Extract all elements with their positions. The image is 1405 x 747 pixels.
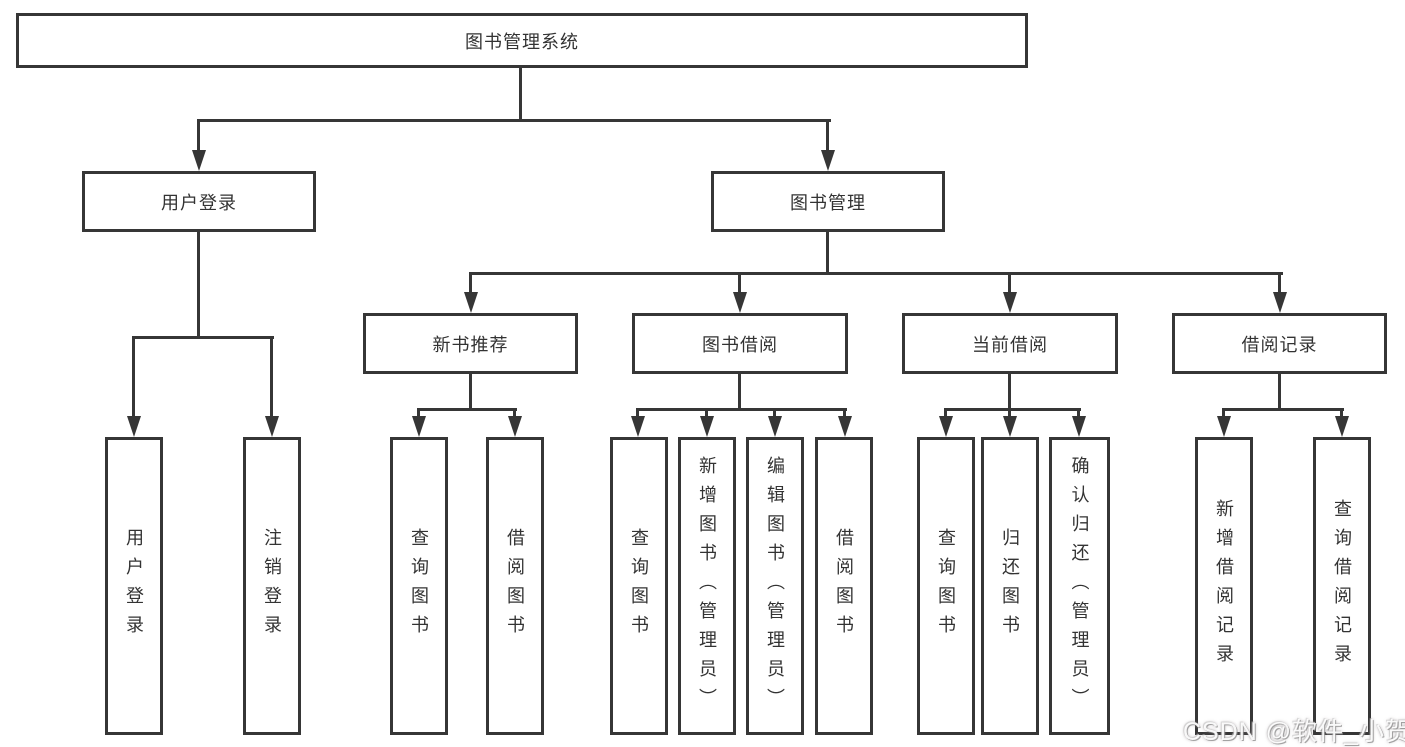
connector-line: [705, 408, 708, 418]
leaf-query-book-borrow-label: 查询图书: [629, 528, 649, 644]
connector-line: [469, 272, 472, 295]
arrowhead-icon: [508, 416, 522, 437]
connector-line: [270, 336, 273, 418]
connector-line: [1340, 408, 1343, 418]
leaf-query-borrow-record-label: 查询借阅记录: [1332, 499, 1352, 673]
leaf-borrow-book-recommend-label: 借阅图书: [505, 528, 525, 644]
node-new-book-recommend: 新书推荐: [363, 313, 578, 374]
node-book-borrow: 图书借阅: [632, 313, 848, 374]
connector-line: [738, 272, 741, 295]
connector-line: [417, 408, 517, 411]
leaf-add-book-admin: 新增图书（管理员）: [678, 437, 736, 735]
arrowhead-icon: [631, 416, 645, 437]
node-user-login: 用户登录: [82, 171, 316, 232]
connector-line: [773, 408, 776, 418]
node-user-login-label: 用户登录: [161, 192, 237, 213]
connector-line: [1008, 374, 1011, 410]
leaf-logout: 注销登录: [243, 437, 301, 735]
arrowhead-icon: [1003, 292, 1017, 313]
node-book-management: 图书管理: [711, 171, 945, 232]
leaf-borrow-book: 借阅图书: [815, 437, 873, 735]
leaf-user-login: 用户登录: [105, 437, 163, 735]
node-borrow-record: 借阅记录: [1172, 313, 1387, 374]
connector-line: [944, 408, 1081, 411]
connector-line: [826, 119, 829, 152]
arrowhead-icon: [768, 416, 782, 437]
node-new-book-recommend-label: 新书推荐: [432, 334, 509, 355]
leaf-add-book-admin-label: 新增图书（管理员）: [697, 455, 717, 717]
arrowhead-icon: [1273, 292, 1287, 313]
connector-line: [132, 336, 274, 339]
connector-line: [636, 408, 847, 411]
connector-line: [826, 232, 829, 275]
arrowhead-icon: [700, 416, 714, 437]
leaf-return-book-label: 归还图书: [1000, 528, 1020, 644]
arrowhead-icon: [412, 416, 426, 437]
leaf-add-borrow-record: 新增借阅记录: [1195, 437, 1253, 735]
node-root-label: 图书管理系统: [465, 31, 579, 52]
arrowhead-icon: [464, 292, 478, 313]
arrowhead-icon: [1217, 416, 1231, 437]
leaf-borrow-book-recommend: 借阅图书: [486, 437, 544, 735]
leaf-return-book: 归还图书: [981, 437, 1039, 735]
arrowhead-icon: [838, 416, 852, 437]
leaf-logout-label: 注销登录: [262, 528, 282, 644]
arrowhead-icon: [127, 416, 141, 437]
connector-line: [636, 408, 639, 418]
leaf-query-book-current-label: 查询图书: [936, 528, 956, 644]
connector-line: [197, 119, 200, 152]
leaf-edit-book-admin-label: 编辑图书（管理员）: [765, 455, 785, 717]
connector-line: [417, 408, 420, 418]
node-root: 图书管理系统: [16, 13, 1028, 68]
leaf-query-book-recommend: 查询图书: [390, 437, 448, 735]
leaf-add-borrow-record-label: 新增借阅记录: [1214, 499, 1234, 673]
node-current-borrow-label: 当前借阅: [972, 334, 1048, 355]
connector-line: [1278, 272, 1281, 295]
arrowhead-icon: [1335, 416, 1349, 437]
leaf-confirm-return-admin: 确认归还（管理员）: [1049, 437, 1110, 735]
leaf-borrow-book-label: 借阅图书: [834, 528, 854, 644]
connector-line: [1222, 408, 1225, 418]
connector-line: [1077, 408, 1080, 418]
leaf-edit-book-admin: 编辑图书（管理员）: [746, 437, 804, 735]
arrowhead-icon: [939, 416, 953, 437]
node-borrow-record-label: 借阅记录: [1241, 334, 1318, 355]
connector-line: [1008, 272, 1011, 295]
leaf-query-book-recommend-label: 查询图书: [409, 528, 429, 644]
watermark: CSDN @软件_小贺同学: [1183, 718, 1405, 746]
arrowhead-icon: [1003, 416, 1017, 437]
leaf-user-login-label: 用户登录: [124, 528, 144, 644]
arrowhead-icon: [1072, 416, 1086, 437]
connector-line: [1008, 408, 1011, 418]
node-book-management-label: 图书管理: [790, 192, 866, 213]
node-current-borrow: 当前借阅: [902, 313, 1118, 374]
leaf-confirm-return-admin-label: 确认归还（管理员）: [1069, 455, 1090, 717]
connector-line: [843, 408, 846, 418]
connector-line: [513, 408, 516, 418]
connector-line: [944, 408, 947, 418]
connector-line: [469, 374, 472, 410]
leaf-query-borrow-record: 查询借阅记录: [1313, 437, 1371, 735]
arrowhead-icon: [265, 416, 279, 437]
connector-line: [519, 68, 522, 121]
connector-line: [197, 119, 831, 122]
connector-line: [738, 374, 741, 410]
connector-line: [132, 336, 135, 418]
connector-line: [197, 232, 200, 338]
leaf-query-book-borrow: 查询图书: [610, 437, 668, 735]
connector-line: [1278, 374, 1281, 410]
connector-line: [1222, 408, 1344, 411]
connector-line: [469, 272, 1283, 275]
node-book-borrow-label: 图书借阅: [702, 334, 778, 355]
arrowhead-icon: [821, 150, 835, 171]
arrowhead-icon: [733, 292, 747, 313]
arrowhead-icon: [192, 150, 206, 171]
leaf-query-book-current: 查询图书: [917, 437, 975, 735]
